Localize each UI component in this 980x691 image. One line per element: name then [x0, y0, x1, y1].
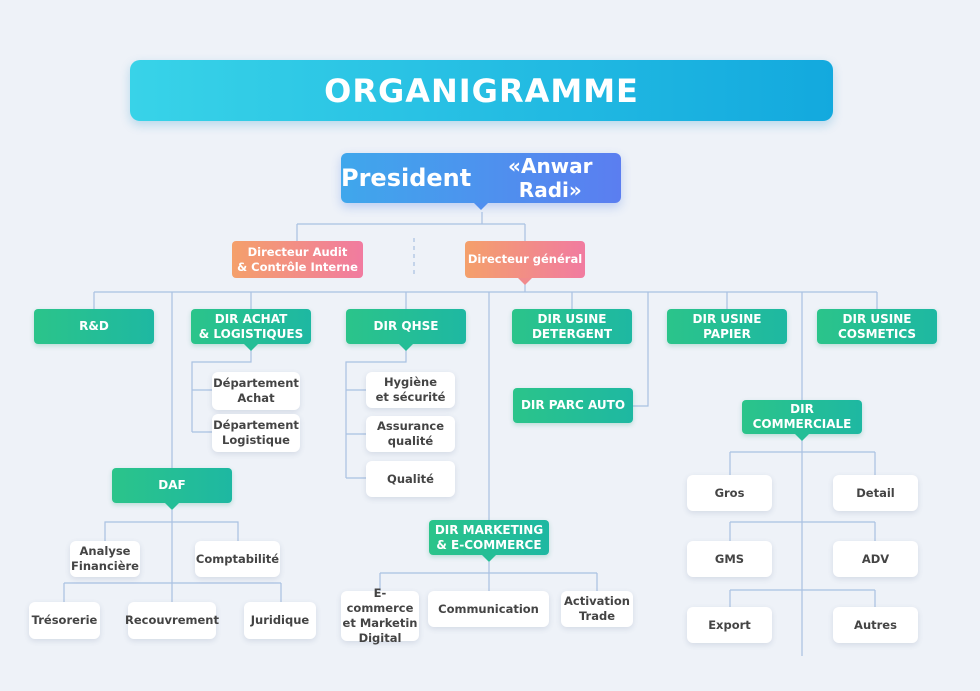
parc-auto-box: DIR PARC AUTO — [513, 388, 633, 423]
connector-qhse-items — [345, 350, 407, 479]
achat-box: DIR ACHAT & LOGISTIQUES — [191, 309, 311, 351]
daf-box: DAF — [112, 468, 232, 510]
connector-achat-items — [191, 350, 252, 433]
rd-box: R&D — [34, 309, 154, 344]
connector-marketing-items — [379, 562, 598, 591]
commercial-item-gros: Gros — [687, 475, 772, 511]
president-box: President «Anwar Radi» — [341, 153, 621, 210]
connector-president — [296, 212, 526, 241]
detergent-box: DIR USINE DETERGENT — [512, 309, 632, 344]
connector-daf-items — [63, 510, 282, 602]
daf-item-juridique: Juridique — [244, 602, 316, 639]
commercial-item-detail: Detail — [833, 475, 918, 511]
qhse-item-hygiene: Hygiène et sécurité — [366, 372, 455, 408]
marketing-item-communication: Communication — [428, 591, 549, 627]
papier-box: DIR USINE PAPIER — [667, 309, 787, 344]
commerciale-box: DIR COMMERCIALE — [742, 400, 862, 441]
president-label: President — [341, 164, 472, 192]
marketing-item-ecommerce: E-commerce et Marketin Digital — [341, 586, 419, 645]
commercial-item-adv: ADV — [833, 541, 918, 577]
president-name: «Anwar Radi» — [508, 154, 593, 202]
marketing-box: DIR MARKETING & E-COMMERCE — [429, 520, 549, 562]
daf-item-tresorerie: Trésorerie — [29, 602, 100, 639]
achat-item-achat: Département Achat — [212, 372, 300, 410]
daf-item-comptabilite: Comptabilité — [195, 541, 280, 577]
page-title: ORGANIGRAMME — [130, 60, 833, 121]
connector-general — [93, 278, 878, 309]
connector-commercial-items — [729, 440, 876, 656]
marketing-item-activation: Activation Trade — [561, 591, 633, 627]
daf-item-recouvrement: Recouvrement — [125, 602, 219, 639]
qhse-item-assurance: Assurance qualité — [366, 416, 455, 452]
commercial-item-export: Export — [687, 607, 772, 643]
qhse-box: DIR QHSE — [346, 309, 466, 351]
cosmetics-box: DIR USINE COSMETICS — [817, 309, 937, 344]
director-general-box: Directeur général — [465, 241, 585, 285]
qhse-item-qualite: Qualité — [366, 461, 455, 497]
daf-item-analyse: Analyse Financière — [70, 541, 140, 577]
director-audit-box: Directeur Audit & Contrôle Interne — [232, 241, 363, 278]
commercial-item-autres: Autres — [833, 607, 918, 643]
commercial-item-gms: GMS — [687, 541, 772, 577]
connector-parc-auto — [633, 292, 649, 407]
achat-item-logistique: Département Logistique — [212, 414, 300, 452]
